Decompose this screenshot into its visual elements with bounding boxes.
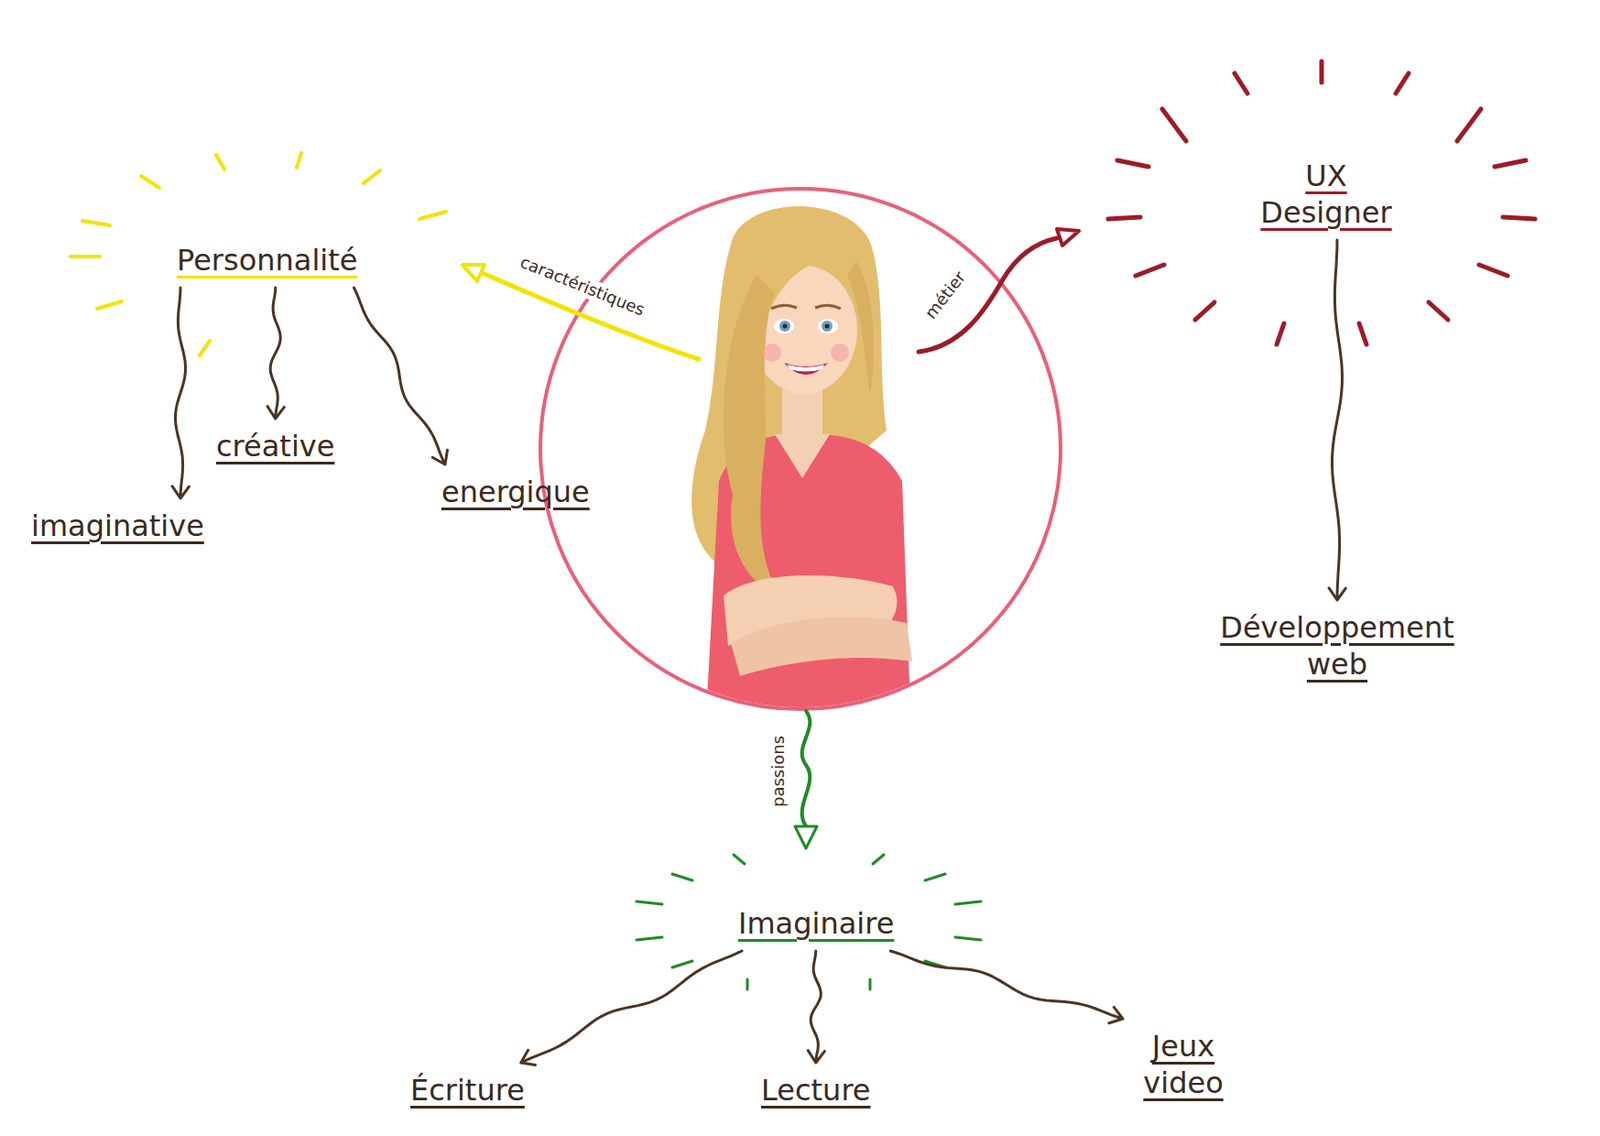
squiggle-arrow <box>1328 239 1346 600</box>
mind-map-topic: UX Designer <box>1233 152 1419 237</box>
topic-text: Lecture <box>761 1072 871 1108</box>
mind-map-topic: créative <box>210 422 340 470</box>
topic-text: imaginative <box>31 508 205 544</box>
topic-text: UX Designer <box>1260 158 1392 230</box>
branch-label: passions <box>768 732 789 810</box>
squiggle-arrow <box>353 287 447 465</box>
topic-text: Développement web <box>1219 609 1454 682</box>
arrow-head <box>1056 228 1079 246</box>
yellow-burst <box>70 152 447 356</box>
red-burst <box>1108 61 1535 345</box>
woman-illustration <box>691 206 913 733</box>
topic-text: energique <box>441 474 590 510</box>
mind-map-topic: imaginative <box>25 501 210 550</box>
mind-map-topic: Développement web <box>1194 603 1481 688</box>
mind-map-topic: Imaginaire <box>732 899 900 947</box>
squiggle-arrow <box>521 950 742 1066</box>
topic-text: Écriture <box>410 1072 525 1108</box>
mind-map-topic: Lecture <box>755 1066 877 1114</box>
green-burst <box>636 854 981 990</box>
squiggle-arrow <box>807 950 825 1063</box>
topic-text: Jeux video <box>1142 1028 1223 1100</box>
squiggle-arrow <box>267 287 284 419</box>
topic-text: Imaginaire <box>738 905 894 941</box>
mind-map-topic: Jeux video <box>1113 1022 1253 1107</box>
topic-text: Personnalité <box>176 242 358 278</box>
mind-map-topic: Personnalité <box>171 236 363 284</box>
portrait-circle <box>540 188 1061 709</box>
topic-text: créative <box>216 428 335 464</box>
arrow-head <box>794 826 817 849</box>
squiggle-arrow <box>172 287 189 499</box>
arrow-head <box>462 264 485 282</box>
branch-arrow <box>802 710 811 827</box>
branch-arrow <box>918 238 1057 352</box>
mind-map-topic: energique <box>435 468 596 516</box>
mind-map-topic: Écriture <box>404 1066 531 1114</box>
squiggle-arrow <box>890 950 1123 1024</box>
